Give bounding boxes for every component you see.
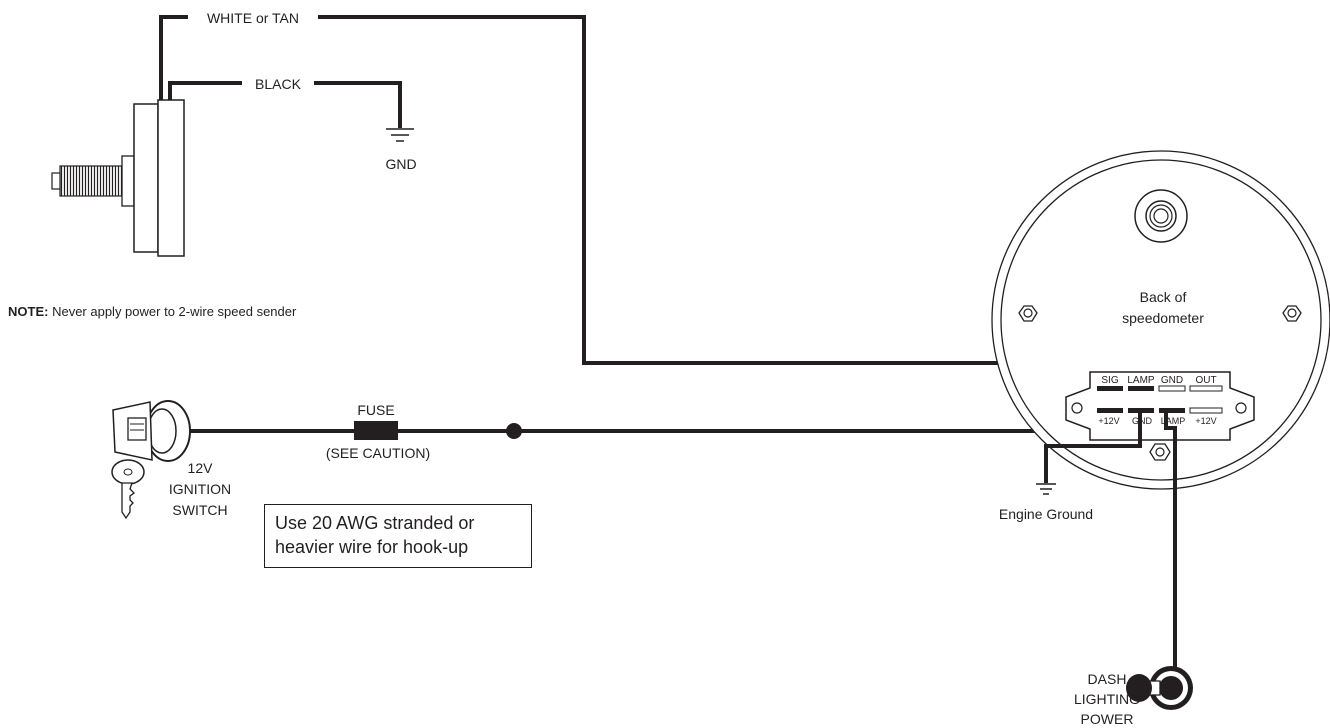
bottom-mount-nut-icon <box>1149 443 1171 461</box>
fuse-icon <box>354 421 398 440</box>
sender-note: NOTE: Never apply power to 2-wire speed … <box>8 304 296 319</box>
terminal-lamp-top-label: LAMP <box>1127 375 1155 386</box>
center-stud-icon <box>1134 189 1188 243</box>
ignition-switch-icon <box>111 400 191 520</box>
left-mount-nut-icon <box>1018 305 1038 322</box>
terminal-12v-left-label: +12V <box>1098 416 1119 426</box>
hookup-note-box: Use 20 AWG stranded or heavier wire for … <box>264 504 532 568</box>
right-mount-nut-icon <box>1282 305 1302 322</box>
switch-label-line2: IGNITION <box>169 481 231 497</box>
ground-symbol-icon <box>386 128 414 142</box>
note-text: Never apply power to 2-wire speed sender <box>52 304 297 319</box>
engine-ground-label: Engine Ground <box>999 506 1093 522</box>
engine-ground-wire <box>1044 412 1142 483</box>
dash-label-line1: DASH <box>1088 671 1127 687</box>
dash-label-line3: POWER <box>1081 711 1134 727</box>
speed-sender-icon <box>51 99 185 257</box>
terminal-gnd-top-label: GND <box>1161 375 1183 386</box>
gnd-label: GND <box>385 156 416 172</box>
engine-ground-symbol-icon <box>1036 483 1056 495</box>
terminal-12v-right-label: +12V <box>1195 416 1216 426</box>
terminal-gnd-bottom-label: GND <box>1132 416 1153 426</box>
terminal-sig-label: SIG <box>1101 375 1118 386</box>
switch-label-line1: 12V <box>188 460 214 476</box>
signal-wire <box>159 15 1106 386</box>
power-wire <box>190 412 1100 433</box>
splice-dot <box>506 423 522 439</box>
fuse-caution-label: (SEE CAUTION) <box>326 445 430 461</box>
ground-wire-label: BLACK <box>255 76 302 92</box>
terminal-out-label: OUT <box>1195 375 1216 386</box>
fuse-label: FUSE <box>357 402 394 418</box>
hookup-line1: Use 20 AWG stranded or <box>275 513 475 533</box>
dash-label-line2: LIGHTING <box>1074 691 1140 707</box>
back-label-line1: Back of <box>1140 289 1187 305</box>
terminal-lamp-bottom-label: LAMP <box>1161 416 1186 426</box>
hookup-line2: heavier wire for hook-up <box>275 537 469 557</box>
back-label-line2: speedometer <box>1122 310 1204 326</box>
dash-lighting-connector-icon <box>1126 666 1193 710</box>
terminal-block <box>1065 371 1255 441</box>
lamp-wire <box>1164 412 1177 684</box>
note-bold-label: NOTE: <box>8 304 49 319</box>
switch-label-line3: SWITCH <box>172 502 227 518</box>
signal-wire-label: WHITE or TAN <box>207 10 299 26</box>
